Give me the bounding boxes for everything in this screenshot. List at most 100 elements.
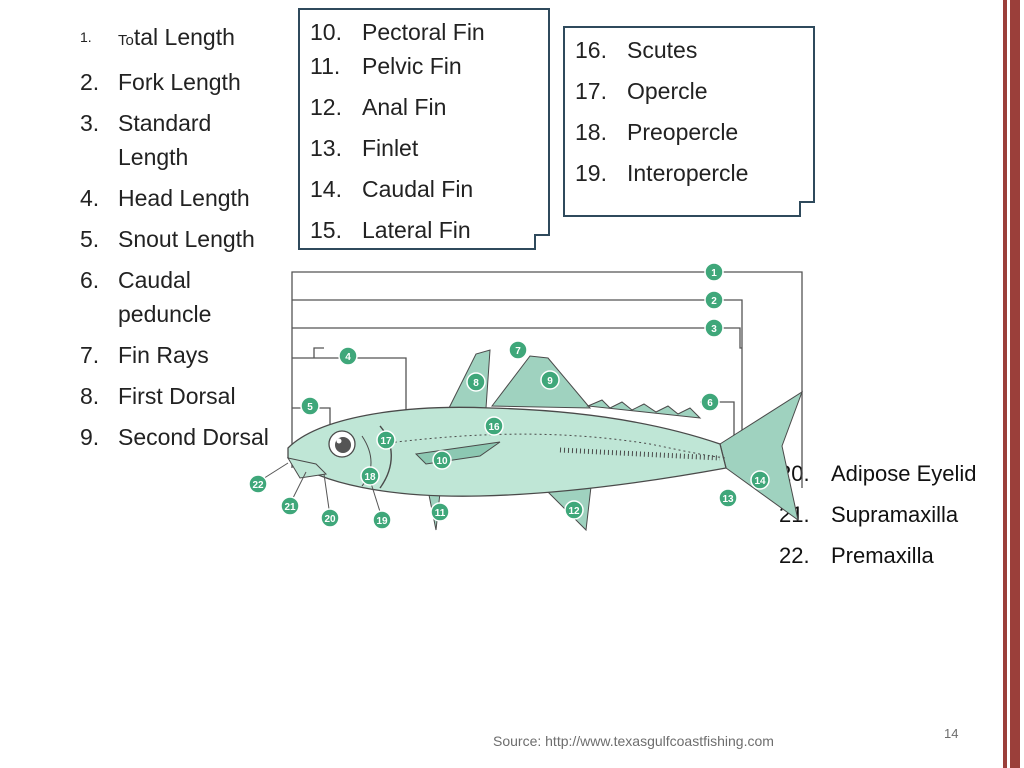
marker-label: 11	[435, 508, 446, 519]
marker-16: 16	[484, 416, 504, 436]
dorsal-finlets	[586, 399, 702, 419]
list-item: 2. Fork Length	[80, 65, 285, 99]
list-number: 7.	[80, 342, 100, 368]
marker-12: 12	[564, 500, 584, 520]
accent-stripe-thin	[1003, 0, 1007, 768]
list-label: tal Length	[133, 24, 235, 50]
list-label-prefix: To	[118, 32, 134, 49]
list-item: 13. Finlet	[310, 130, 485, 166]
list-item: 3. Standard Length	[80, 106, 285, 174]
marker-4: 4	[338, 346, 358, 366]
list-item: 17. Opercle	[575, 73, 748, 109]
marker-circle	[376, 430, 396, 450]
marker-label: 21	[284, 502, 296, 513]
marker-label: 5	[307, 402, 313, 413]
list-number: 3.	[80, 110, 100, 136]
list-item: 18. Preopercle	[575, 114, 748, 150]
marker-label: 22	[252, 480, 264, 491]
list-label: Standard Length	[118, 110, 212, 170]
marker-label: 18	[364, 472, 376, 483]
marker-label: 12	[568, 506, 580, 517]
marker-label: 19	[376, 516, 388, 527]
list-label: Premaxilla	[831, 543, 934, 568]
marker-circle	[432, 450, 452, 470]
list-number: 18.	[575, 119, 607, 145]
marker-circle	[700, 392, 720, 412]
head-tick	[313, 347, 324, 358]
page-number: 14	[944, 726, 959, 741]
measurement-list: 1.Total Length 2. Fork Length 3. Standard …	[80, 20, 285, 461]
eye-highlight	[336, 438, 342, 444]
marker-circle	[540, 370, 560, 390]
list-label: Finlet	[362, 135, 419, 161]
marker-circle	[508, 340, 528, 360]
mouth-parts-list: 20.Adipose Eyelid 21.Supramaxilla 22.Pre…	[779, 457, 977, 580]
list-label: Adipose Eyelid	[831, 461, 977, 486]
marker-label: 16	[488, 422, 500, 433]
accent-stripe	[1000, 0, 1024, 768]
list-item: 22.Premaxilla	[779, 539, 977, 573]
list-label: Fork Length	[118, 69, 241, 95]
head-parts-list: 16.Scutes 17.Opercle 18.Preopercle 19.In…	[575, 32, 748, 196]
list-item: 6.Caudal peduncle	[80, 263, 285, 331]
marker-circle	[484, 416, 504, 436]
list-label: First Dorsal	[118, 383, 236, 409]
marker-label: 13	[722, 494, 734, 505]
marker-circle	[360, 466, 380, 486]
marker-circle	[248, 474, 268, 494]
list-label: Anal Fin	[362, 94, 447, 120]
list-item: 21.Supramaxilla	[779, 498, 977, 532]
marker-label: 3	[711, 324, 717, 335]
list-item: 15.Lateral Fin	[310, 212, 485, 248]
list-number: 15.	[310, 217, 342, 243]
list-number: 10.	[310, 19, 342, 45]
list-item: 5.Snout Length	[80, 222, 285, 256]
mouth	[286, 457, 328, 479]
marker-18: 18	[360, 466, 380, 486]
list-number: 17.	[575, 78, 607, 104]
marker-label: 8	[473, 378, 479, 389]
marker-circle	[280, 496, 300, 516]
list-label: Opercle	[627, 78, 708, 104]
list-item: 14.Caudal Fin	[310, 171, 485, 207]
list-number: 2.	[80, 69, 100, 95]
fins-callout: 10. Pectoral Fin 11.Pelvic Fin 12. Anal Fi…	[298, 8, 550, 250]
marker-21: 21	[280, 496, 300, 516]
list-number: 6.	[80, 267, 100, 293]
marker-2: 2	[704, 290, 724, 310]
list-label: Preopercle	[627, 119, 739, 145]
marker-label: 6	[707, 398, 713, 409]
list-label: Snout Length	[118, 226, 255, 252]
source-citation: Source: http://www.texasgulfcoastfishing…	[493, 733, 774, 749]
fork-length-line	[292, 299, 743, 448]
marker-label: 9	[547, 376, 553, 387]
marker-circle	[430, 502, 450, 522]
list-item: 11.Pelvic Fin	[310, 48, 485, 84]
marker-label: 2	[711, 296, 717, 307]
marker-circle	[704, 262, 724, 282]
marker-17: 17	[376, 430, 396, 450]
marker-10: 10	[432, 450, 452, 470]
marker-circle	[718, 488, 738, 508]
marker-22: 22	[248, 474, 268, 494]
marker-circle	[564, 500, 584, 520]
marker-circle	[320, 508, 340, 528]
marker-label: 4	[345, 352, 351, 363]
list-number: 12.	[310, 94, 342, 120]
marker-circle	[704, 290, 724, 310]
marker-13: 13	[718, 488, 738, 508]
list-label: Second Dorsal	[118, 424, 269, 450]
list-number: 13.	[310, 135, 342, 161]
marker-circle	[704, 318, 724, 338]
marker-label: 17	[380, 436, 392, 447]
list-item: 8.First Dorsal	[80, 379, 285, 413]
list-label: Pectoral Fin	[362, 19, 485, 45]
list-number: 14.	[310, 176, 342, 202]
marker-1: 1	[704, 262, 724, 282]
list-item: 1.Total Length	[80, 20, 285, 58]
accent-stripe-thick	[1010, 0, 1020, 768]
marker-6: 6	[700, 392, 720, 412]
marker-9: 9	[540, 370, 560, 390]
marker-8: 8	[466, 372, 486, 392]
